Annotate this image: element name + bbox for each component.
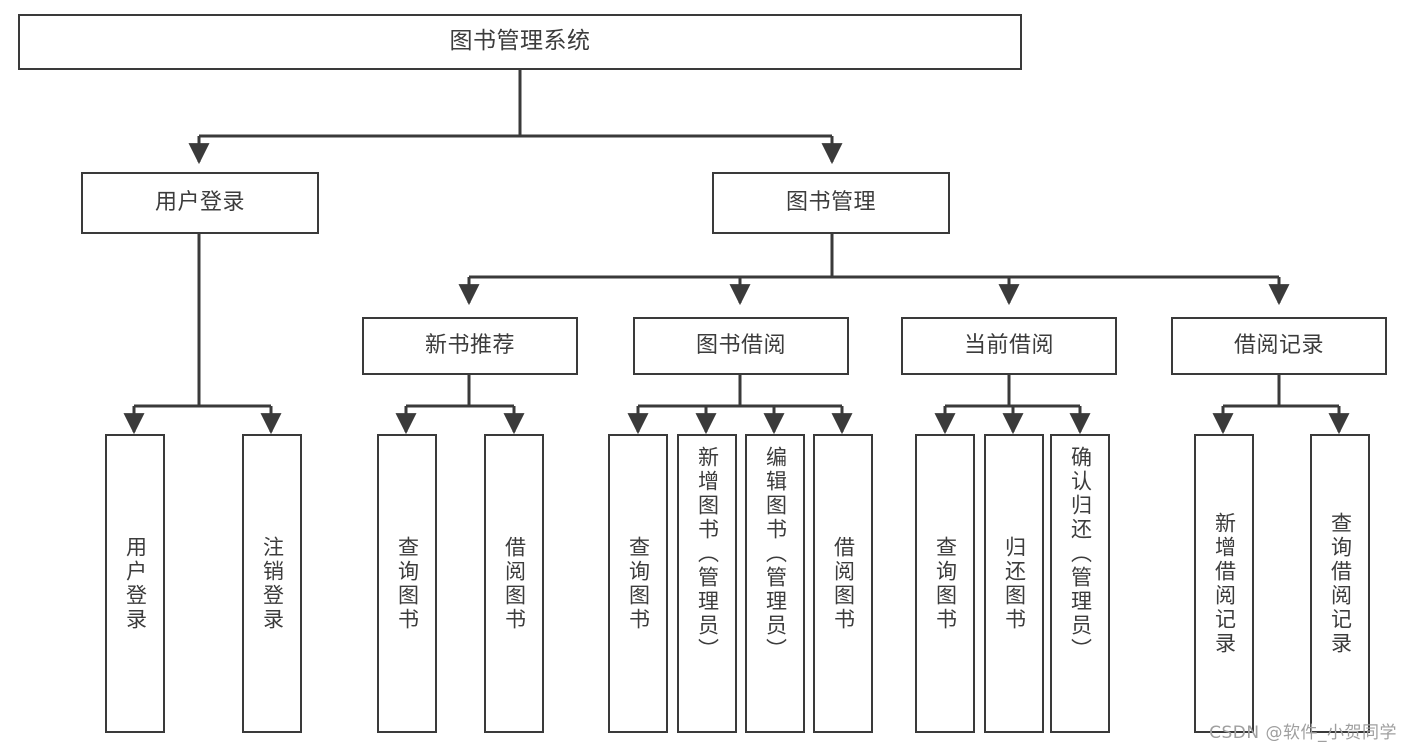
- node-book-borrow[interactable]: 图书借阅: [633, 317, 849, 375]
- node-new-book-recommend-label: 新书推荐: [424, 333, 515, 359]
- leaf-current-borrow-return-label: 归还图书: [1002, 535, 1027, 632]
- leaf-book-borrow-query[interactable]: 查询图书: [608, 434, 668, 733]
- node-new-book-recommend[interactable]: 新书推荐: [362, 317, 578, 375]
- leaf-user-login-login-label: 用户登录: [123, 535, 148, 632]
- leaf-current-borrow-confirm[interactable]: 确认归还（管理员）: [1050, 434, 1110, 733]
- node-user-login-label: 用户登录: [154, 190, 245, 216]
- leaf-book-borrow-edit-label: 编辑图书（管理员）: [763, 446, 788, 662]
- node-borrow-record-label: 借阅记录: [1233, 333, 1324, 359]
- leaf-book-borrow-edit[interactable]: 编辑图书（管理员）: [745, 434, 805, 733]
- leaf-new-book-borrow-label: 借阅图书: [502, 535, 527, 632]
- leaf-user-login-logout-label: 注销登录: [260, 535, 285, 632]
- leaf-new-book-borrow[interactable]: 借阅图书: [484, 434, 544, 733]
- leaf-current-borrow-return[interactable]: 归还图书: [984, 434, 1044, 733]
- leaf-user-login-login[interactable]: 用户登录: [105, 434, 165, 733]
- node-user-login[interactable]: 用户登录: [81, 172, 319, 234]
- leaf-book-borrow-borrow[interactable]: 借阅图书: [813, 434, 873, 733]
- watermark: CSDN @软件_小贺同学: [1209, 723, 1397, 743]
- leaf-book-borrow-borrow-label: 借阅图书: [831, 535, 856, 632]
- node-root[interactable]: 图书管理系统: [18, 14, 1022, 70]
- leaf-book-borrow-query-label: 查询图书: [626, 535, 651, 632]
- leaf-book-borrow-add-label: 新增图书（管理员）: [695, 446, 720, 662]
- leaf-current-borrow-query[interactable]: 查询图书: [915, 434, 975, 733]
- node-book-management[interactable]: 图书管理: [712, 172, 950, 234]
- leaf-borrow-record-query[interactable]: 查询借阅记录: [1310, 434, 1370, 733]
- leaf-user-login-logout[interactable]: 注销登录: [242, 434, 302, 733]
- node-book-borrow-label: 图书借阅: [695, 333, 786, 359]
- leaf-new-book-query[interactable]: 查询图书: [377, 434, 437, 733]
- leaf-borrow-record-add[interactable]: 新增借阅记录: [1194, 434, 1254, 733]
- leaf-book-borrow-add[interactable]: 新增图书（管理员）: [677, 434, 737, 733]
- leaf-borrow-record-add-label: 新增借阅记录: [1212, 511, 1237, 656]
- node-book-management-label: 图书管理: [785, 190, 876, 216]
- leaf-new-book-query-label: 查询图书: [395, 535, 420, 632]
- node-current-borrow-label: 当前借阅: [963, 333, 1054, 359]
- leaf-borrow-record-query-label: 查询借阅记录: [1328, 511, 1353, 656]
- leaf-current-borrow-query-label: 查询图书: [933, 535, 958, 632]
- node-borrow-record[interactable]: 借阅记录: [1171, 317, 1387, 375]
- node-root-label: 图书管理系统: [449, 28, 591, 55]
- node-current-borrow[interactable]: 当前借阅: [901, 317, 1117, 375]
- leaf-current-borrow-confirm-label: 确认归还（管理员）: [1068, 446, 1093, 662]
